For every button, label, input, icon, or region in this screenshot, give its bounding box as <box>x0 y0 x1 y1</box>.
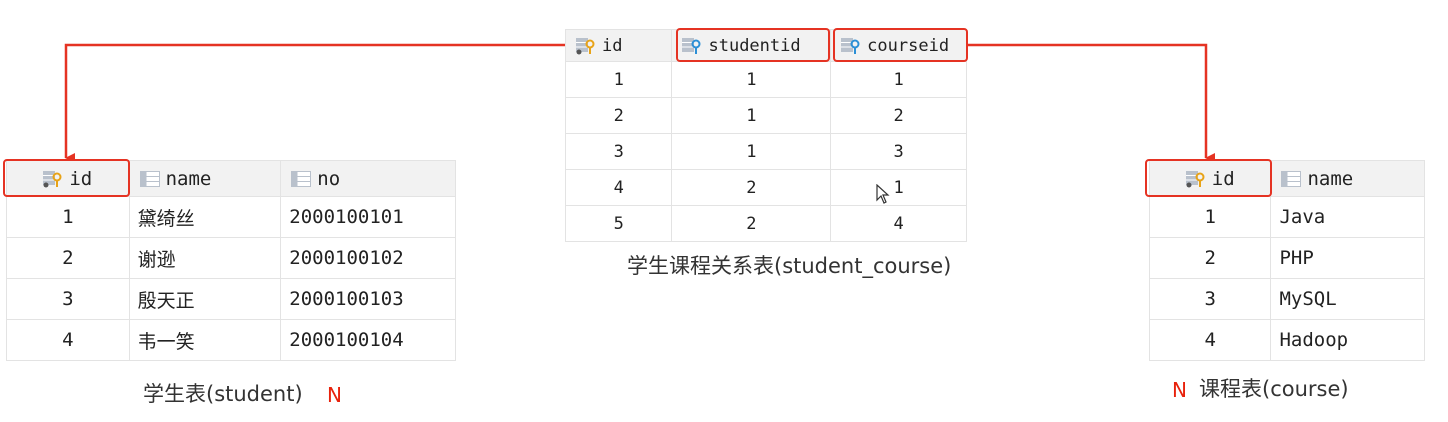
student-course-table: id studentid courseid 1 1 1 2 1 2 3 1 3 … <box>564 29 967 242</box>
cell-no: 2000100101 <box>280 196 456 238</box>
cell-name: 谢逊 <box>128 237 282 279</box>
column-header-label: name <box>1307 167 1354 190</box>
table-row[interactable]: 3 MySQL <box>1148 278 1425 320</box>
table-row[interactable]: 4 Hadoop <box>1148 319 1425 361</box>
column-icon <box>139 170 160 187</box>
cell-id: 3 <box>564 133 673 170</box>
key-column-icon <box>43 170 62 187</box>
arrow-studentid-to-student-id <box>64 43 676 163</box>
table-row[interactable]: 1 黛绮丝 2000100101 <box>6 196 456 238</box>
cell-name: 韦一笑 <box>128 319 282 361</box>
cell-id: 2 <box>6 237 130 279</box>
cell-name: PHP <box>1270 237 1425 279</box>
column-header-label: id <box>69 167 93 190</box>
student-cardinality: N <box>327 383 342 407</box>
table-header-row: id name no <box>6 160 456 197</box>
column-header-label: name <box>165 167 212 190</box>
cell-id: 2 <box>564 97 673 134</box>
course-table: id name 1 Java 2 PHP 3 MySQL 4 Hadoop <box>1148 160 1425 361</box>
cell-id: 3 <box>1148 278 1272 320</box>
mouse-cursor-icon <box>876 184 890 204</box>
cell-name: Java <box>1270 196 1425 238</box>
column-header-name[interactable]: name <box>1270 160 1425 197</box>
table-row[interactable]: 2 谢逊 2000100102 <box>6 237 456 279</box>
cell-courseid: 4 <box>830 205 967 242</box>
cell-name: 殷天正 <box>128 278 282 320</box>
highlight-studentid <box>676 28 830 62</box>
cell-id: 4 <box>6 319 130 361</box>
cell-id: 3 <box>6 278 130 320</box>
table-header-row: id studentid courseid <box>564 29 967 62</box>
cell-courseid: 1 <box>830 169 967 206</box>
cell-no: 2000100103 <box>280 278 456 320</box>
highlight-course-id <box>1145 159 1272 197</box>
table-row[interactable]: 5 2 4 <box>564 205 967 242</box>
cell-name: MySQL <box>1270 278 1425 320</box>
cell-name: Hadoop <box>1270 319 1425 361</box>
key-column-icon <box>576 37 595 54</box>
column-header-id[interactable]: id <box>6 160 130 197</box>
cell-courseid: 2 <box>830 97 967 134</box>
highlight-student-id <box>3 159 130 197</box>
column-header-label: id <box>602 35 623 56</box>
column-icon <box>1281 170 1302 187</box>
cell-id: 4 <box>564 169 673 206</box>
column-header-id[interactable]: id <box>564 29 673 62</box>
column-header-label: courseid <box>867 35 950 56</box>
arrow-courseid-to-course-id <box>968 43 1215 163</box>
foreign-key-column-icon <box>682 37 701 54</box>
key-column-icon <box>1185 170 1205 187</box>
table-row[interactable]: 4 韦一笑 2000100104 <box>6 319 456 361</box>
table-row[interactable]: 2 1 2 <box>564 97 967 134</box>
column-header-courseid[interactable]: courseid <box>830 29 967 62</box>
cell-studentid: 2 <box>671 205 832 242</box>
cell-id: 5 <box>564 205 673 242</box>
table-row[interactable]: 3 1 3 <box>564 133 967 170</box>
cell-id: 1 <box>6 196 130 238</box>
highlight-courseid <box>833 28 968 62</box>
cell-studentid: 1 <box>671 97 832 134</box>
column-header-label: studentid <box>708 35 801 56</box>
cell-no: 2000100102 <box>280 237 456 279</box>
foreign-key-column-icon <box>841 37 860 54</box>
column-header-id[interactable]: id <box>1148 160 1272 197</box>
course-table-caption: 课程表(course) <box>1199 377 1349 401</box>
cell-id: 4 <box>1148 319 1272 361</box>
student-table-caption: 学生表(student) <box>143 382 303 406</box>
course-cardinality: N <box>1172 378 1187 402</box>
table-row[interactable]: 1 Java <box>1148 196 1425 238</box>
column-header-label: no <box>317 167 341 190</box>
column-header-studentid[interactable]: studentid <box>671 29 832 62</box>
cell-id: 1 <box>564 61 673 98</box>
cell-studentid: 1 <box>671 61 832 98</box>
column-icon <box>291 170 312 187</box>
table-row[interactable]: 1 1 1 <box>564 61 967 98</box>
student-course-table-caption: 学生课程关系表(student_course) <box>627 254 952 278</box>
cell-studentid: 2 <box>671 169 832 206</box>
cell-name: 黛绮丝 <box>128 196 282 238</box>
column-header-no[interactable]: no <box>280 160 456 197</box>
cell-studentid: 1 <box>671 133 832 170</box>
cell-no: 2000100104 <box>280 319 456 361</box>
cell-id: 1 <box>1148 196 1272 238</box>
cell-courseid: 3 <box>830 133 967 170</box>
student-table: id name no 1 黛绮丝 2000100101 2 谢逊 2000100… <box>6 160 456 361</box>
cell-id: 2 <box>1148 237 1272 279</box>
column-header-label: id <box>1211 167 1235 190</box>
table-row[interactable]: 4 2 1 <box>564 169 967 206</box>
table-row[interactable]: 2 PHP <box>1148 237 1425 279</box>
column-header-name[interactable]: name <box>128 160 282 197</box>
table-row[interactable]: 3 殷天正 2000100103 <box>6 278 456 320</box>
cell-courseid: 1 <box>830 61 967 98</box>
